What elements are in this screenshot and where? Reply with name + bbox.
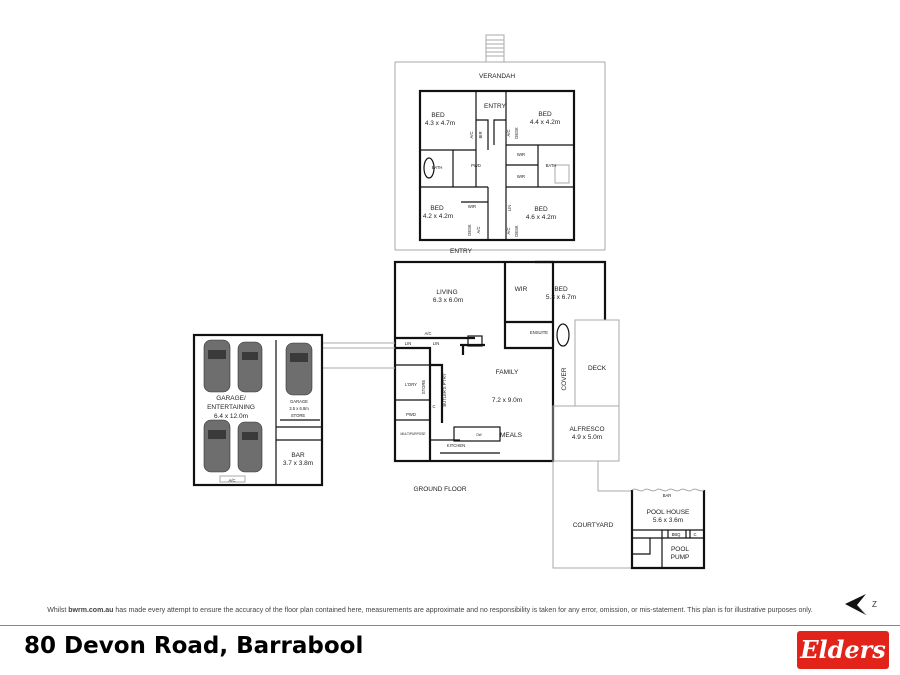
room-label-entry: ENTRY xyxy=(484,103,507,110)
bedroom-wing-walls xyxy=(418,89,576,242)
room-label-bath: BATH xyxy=(432,165,443,170)
compass-label: Z xyxy=(872,600,877,609)
car-icon xyxy=(237,341,263,393)
room-label-butlers-pantry: BUTLER'S P'TRY xyxy=(442,373,447,406)
stairs xyxy=(485,34,505,63)
room-size: 3.7 x 3.8m xyxy=(283,460,313,467)
outdoor-areas xyxy=(552,319,632,569)
room-label-deck: DECK xyxy=(588,365,607,372)
room-label-pool-pump: PUMP xyxy=(671,554,690,561)
disclaimer-text: has made every attempt to ensure the acc… xyxy=(113,607,813,614)
label-lin: LIN xyxy=(405,341,412,346)
room-label-bed: BED xyxy=(431,112,445,119)
room-label-bed: BED xyxy=(538,111,552,118)
room-label-bar: BAR xyxy=(663,493,672,498)
disclaimer: Whilst bwrm.com.au has made every attemp… xyxy=(0,607,860,614)
room-size: 6.4 x 12.0m xyxy=(214,413,248,420)
room-label-pool-house: POOL HOUSE xyxy=(647,509,690,516)
divider xyxy=(0,625,900,626)
room-size: 4.3 x 4.7m xyxy=(425,120,455,127)
room-label-bed: BED xyxy=(534,206,548,213)
room-label-store: STORE xyxy=(291,413,306,418)
disclaimer-text: Whilst xyxy=(47,607,69,614)
breezeway xyxy=(322,342,395,369)
cars xyxy=(203,339,313,473)
room-label-living: LIVING xyxy=(436,289,457,296)
room-label-bed: BED xyxy=(430,205,444,212)
room-label-pool-pump: POOL xyxy=(671,546,689,553)
label-ac: A/C xyxy=(476,227,481,234)
label-bir: BIR xyxy=(478,132,483,139)
room-size: 4.4 x 4.2m xyxy=(530,119,560,126)
room-label-courtyard: COURTYARD xyxy=(573,522,614,529)
room-label-wir: WIR xyxy=(468,204,476,209)
room-size: 3.5 x 6.8m xyxy=(289,406,309,411)
room-label-garage: GARAGE/ xyxy=(216,395,246,402)
room-size: 4.9 x 5.0m xyxy=(572,434,602,441)
room-label-meals: MEALS xyxy=(500,432,523,439)
label-c: C xyxy=(693,532,696,537)
room-size: 7.2 x 9.0m xyxy=(492,397,522,404)
elders-logo: Elders xyxy=(797,631,889,669)
label-ac: A/C xyxy=(425,331,432,336)
room-label-family: FAMILY xyxy=(496,369,519,376)
label-dw: DW xyxy=(476,433,481,437)
room-label-bar: BAR xyxy=(291,452,305,459)
room-label-wir: WIR xyxy=(515,286,528,293)
label-ac: A/C xyxy=(229,478,236,483)
main-building-walls xyxy=(393,260,607,463)
disclaimer-site: bwrm.com.au xyxy=(68,607,114,614)
room-size: 4.6 x 4.2m xyxy=(526,214,556,221)
room-label-entry: ENTRY xyxy=(450,248,473,255)
car-icon xyxy=(237,421,263,473)
room-label-laundry: L'DRY xyxy=(405,382,417,387)
room-size: 5.6 x 3.6m xyxy=(653,517,683,524)
label-desk: DESK xyxy=(514,225,519,237)
room-size: 6.3 x 6.0m xyxy=(433,297,463,304)
room-size: 5.3 x 6.7m xyxy=(546,294,576,301)
label-ac: A/C xyxy=(506,130,511,137)
floor-label: GROUND FLOOR xyxy=(413,486,466,493)
car-icon xyxy=(203,339,231,393)
room-label-multipurpose: MULTIPURPOSE xyxy=(401,432,426,436)
label-lin: LIN xyxy=(507,205,512,212)
room-label-cover: COVER xyxy=(561,367,568,390)
verandah-outline xyxy=(394,61,606,251)
room-label-bed: BED xyxy=(554,286,568,293)
label-desk: DESK xyxy=(467,224,472,236)
label-ac: A/C xyxy=(506,228,511,235)
label-ac: A/C xyxy=(469,132,474,139)
room-label-verandah: VERANDAH xyxy=(479,73,515,80)
room-label-garage: ENTERTAINING xyxy=(207,404,255,411)
label-bbq: BBQ xyxy=(672,532,682,537)
room-label-ensuite: ENSUITE xyxy=(530,330,548,335)
room-label-wir: WIR xyxy=(517,152,525,157)
label-desk: DESK xyxy=(514,127,519,139)
room-label-alfresco: ALFRESCO xyxy=(569,426,604,433)
pool-house-walls xyxy=(630,488,706,570)
room-label-pwd: PWD xyxy=(406,412,416,417)
room-size: 4.2 x 4.2m xyxy=(423,213,453,220)
property-address: 80 Devon Road, Barrabool xyxy=(24,633,364,659)
room-label-wir: WIR xyxy=(517,174,525,179)
compass-icon: Z xyxy=(845,594,877,616)
room-label-store: STORE xyxy=(421,380,426,395)
garage-walls xyxy=(192,333,324,487)
room-label-bath: BATH xyxy=(546,163,557,168)
car-icon xyxy=(285,342,313,396)
label-lin: LIN xyxy=(433,341,440,346)
room-label-kitchen: KITCHEN xyxy=(447,443,465,448)
room-label-pwd: PWD xyxy=(471,163,481,168)
car-icon xyxy=(203,419,231,473)
label-c: C xyxy=(432,404,435,409)
room-label-garage: GARAGE xyxy=(290,399,308,404)
